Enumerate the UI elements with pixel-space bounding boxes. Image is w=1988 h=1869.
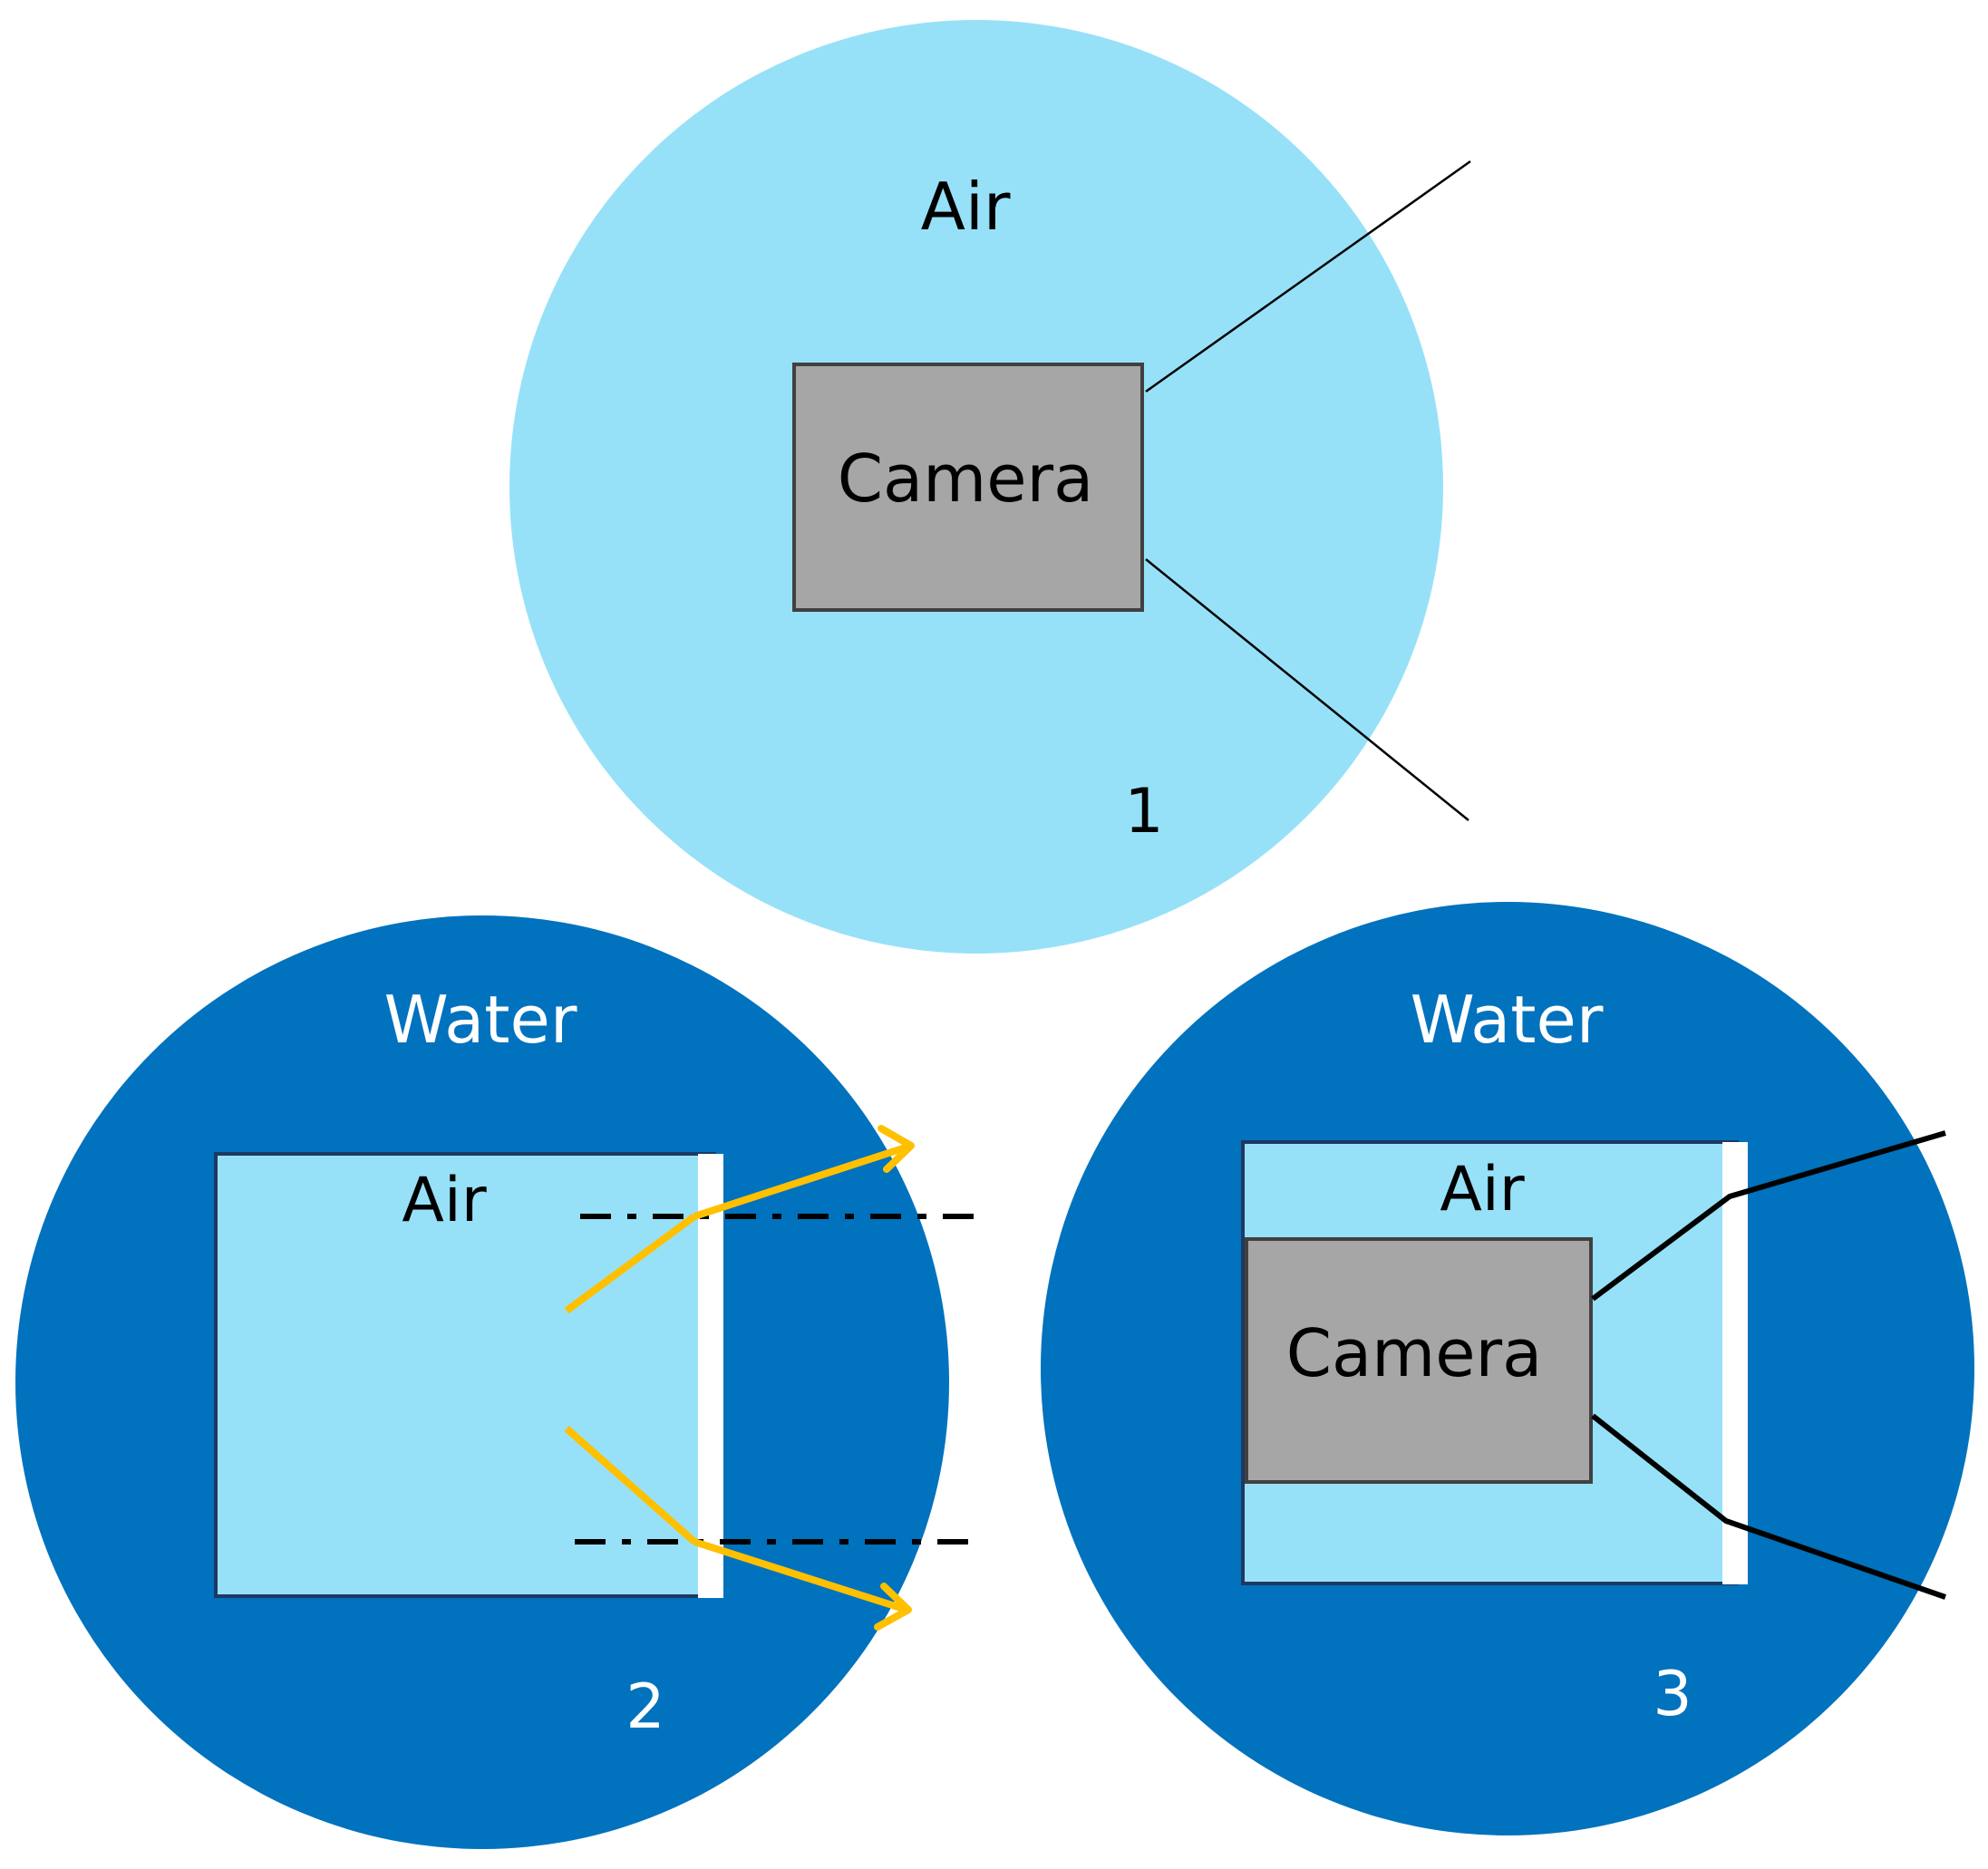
- camera-body: [792, 363, 1144, 612]
- panel-1: Air Camera 1: [509, 20, 1471, 954]
- incident-ray-top: [564, 1213, 697, 1314]
- air-label: Air: [921, 169, 1011, 245]
- arrow-head-top: [878, 1125, 915, 1173]
- refracted-ray-top: [693, 1143, 910, 1220]
- fov-line-top: [1145, 160, 1471, 393]
- camera-label: Camera: [1286, 1315, 1543, 1391]
- panel-3: Water Air Camera 3: [1041, 902, 1974, 1835]
- panel-number: 2: [625, 1671, 664, 1743]
- refracted-ray-bottom: [693, 1538, 908, 1613]
- housing-air-label: Air: [1440, 1154, 1524, 1225]
- camera-body: [1245, 1237, 1593, 1484]
- fov-line-top: [1591, 1130, 1946, 1302]
- water-label: Water: [1411, 982, 1604, 1058]
- water-label: Water: [384, 982, 577, 1058]
- flat-port: [698, 1154, 723, 1598]
- housing-air-label: Air: [402, 1165, 486, 1236]
- air-housing: [214, 1152, 716, 1598]
- panel-number: 3: [1653, 1659, 1692, 1730]
- panel-number: 1: [1124, 776, 1163, 847]
- camera-label: Camera: [838, 441, 1094, 517]
- fov-line-bottom: [1591, 1413, 1946, 1600]
- incident-ray-bottom: [564, 1426, 697, 1545]
- panel-2: Water Air 2: [15, 915, 990, 1849]
- flat-port: [1722, 1142, 1748, 1584]
- fov-line-bottom: [1145, 558, 1469, 821]
- arrow-head-bottom: [874, 1583, 912, 1631]
